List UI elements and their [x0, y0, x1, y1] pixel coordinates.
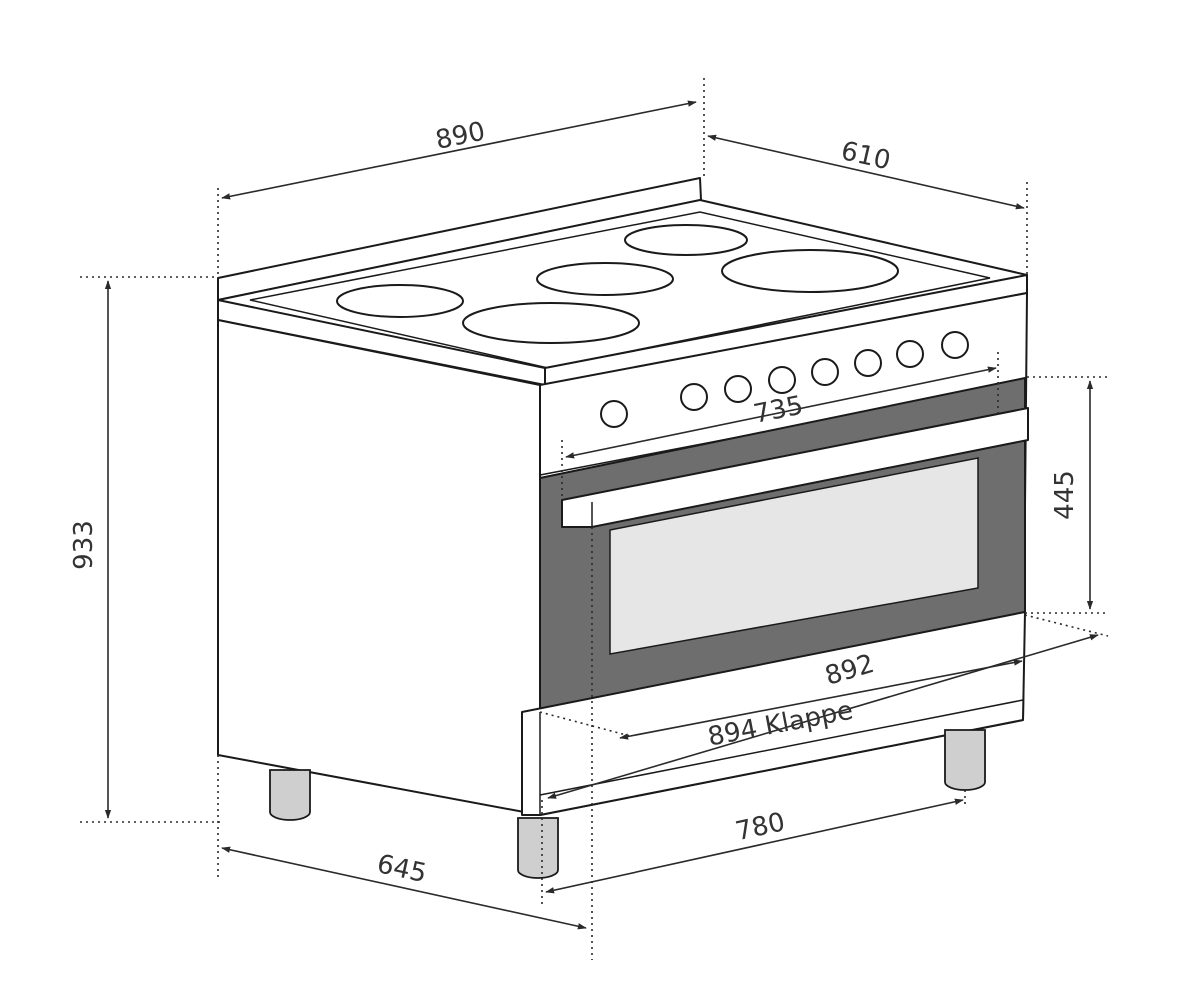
knob-2 — [680, 383, 708, 411]
burner-right — [721, 249, 899, 293]
burner-front-center — [462, 302, 640, 344]
dimension-lines — [104, 100, 1099, 930]
knob-5 — [811, 358, 839, 386]
dim-line-890 — [221, 100, 697, 200]
foot-front-left — [517, 817, 559, 879]
foot-back-left — [269, 769, 311, 821]
hob-glass-edge — [249, 211, 991, 369]
knob-8 — [941, 331, 969, 359]
burner-front-left — [336, 284, 464, 318]
dim-line-780 — [545, 798, 964, 894]
knob-4 — [768, 366, 796, 394]
dim-line-610 — [707, 134, 1025, 210]
side-panel — [217, 319, 541, 816]
cooker — [217, 177, 1029, 879]
knob-1 — [600, 400, 628, 428]
knob-6 — [854, 349, 882, 377]
foot-front-right — [944, 729, 986, 791]
dim-line-645 — [221, 846, 587, 930]
burner-middle — [536, 262, 674, 296]
oven-window — [609, 457, 979, 655]
label-depth: 610 — [838, 136, 893, 176]
knob-7 — [896, 340, 924, 368]
label-height-total: 933 — [69, 520, 99, 570]
label-width-top: 890 — [433, 117, 488, 156]
burner-back-left — [624, 224, 748, 256]
label-oven-height: 445 — [1050, 470, 1080, 520]
burners — [336, 224, 899, 344]
dim-line-735 — [565, 366, 997, 459]
knob-3 — [724, 375, 752, 403]
dim-line-894 — [619, 659, 1023, 740]
